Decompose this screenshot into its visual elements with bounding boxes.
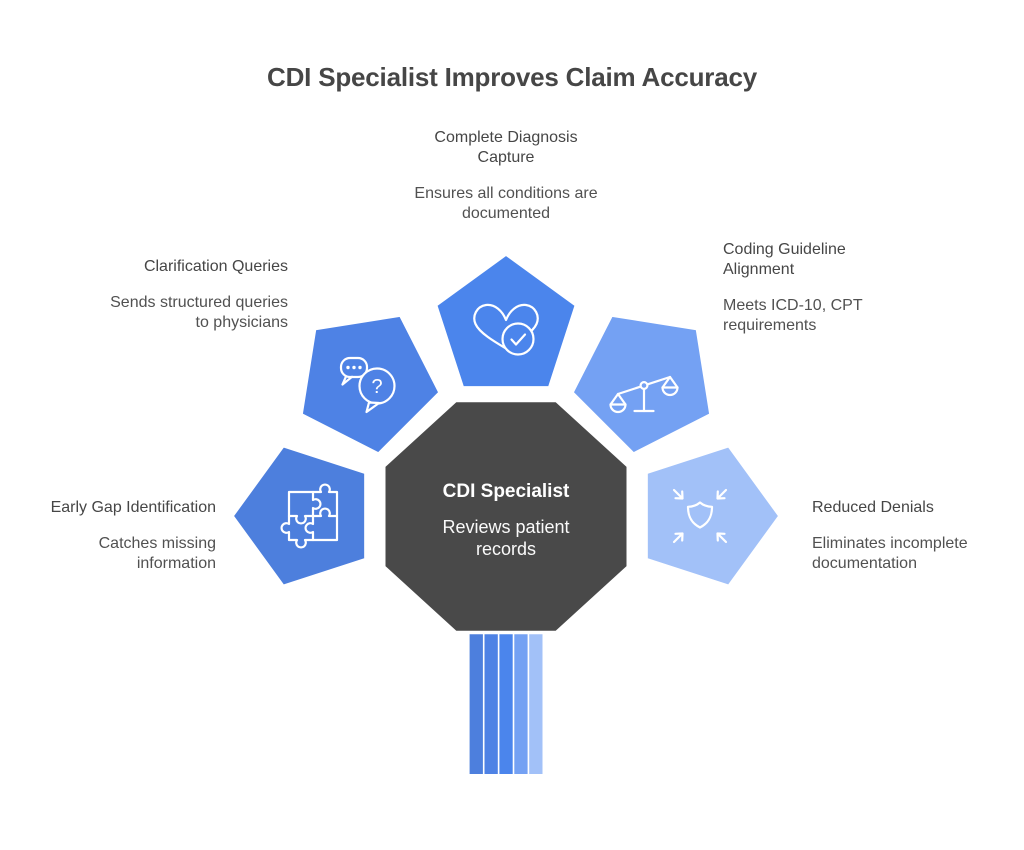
segment-label-reduced-denials: Reduced Denials Eliminates incomplete do… [812,498,968,574]
balance-scale-icon [609,375,679,414]
petal-lower-right [644,443,782,589]
center-label: CDI Specialist Reviews patient records [396,480,616,560]
heart-check-icon [473,303,539,356]
segment-heading: Coding Guideline Alignment [723,241,846,278]
segment-body: Catches missing information [98,535,216,572]
stem-stripe-3 [499,630,513,774]
segment-body: Ensures all conditions are documented [414,185,598,222]
segment-body: Sends structured queries to physicians [110,294,288,331]
shield-converge-icon [672,488,728,544]
segment-heading: Reduced Denials [812,499,934,516]
stem-stripe-1 [469,630,483,774]
segment-heading: Clarification Queries [143,258,288,275]
center-body: Reviews patient records [442,517,570,559]
center-heading: CDI Specialist [442,481,570,502]
stem [467,630,545,777]
segment-label-early-gap-identification: Early Gap Identification Catches missing… [51,498,216,574]
center-octagon [381,398,631,635]
petal-lower-left [230,443,368,589]
segment-label-clarification-queries: Clarification Queries Sends structured q… [110,257,288,333]
stem-stripe-2 [484,630,498,774]
question-mark-glyph: ? [371,376,382,398]
segment-body: Eliminates incomplete documentation [812,535,968,572]
stem-stripe-4 [514,630,528,774]
segment-label-coding-guideline-alignment: Coding Guideline Alignment Meets ICD-10,… [723,240,863,336]
segment-label-complete-diagnosis-capture: Complete Diagnosis Capture Ensures all c… [356,128,656,224]
segment-heading: Early Gap Identification [50,499,216,516]
stem-stripe-5 [529,630,543,774]
segment-body: Meets ICD-10, CPT requirements [723,297,863,334]
diagram-title: CDI Specialist Improves Claim Accuracy [267,62,757,92]
puzzle-icon [280,483,339,549]
segment-heading: Complete Diagnosis Capture [434,129,578,166]
chat-question-icon: ? [339,356,396,414]
